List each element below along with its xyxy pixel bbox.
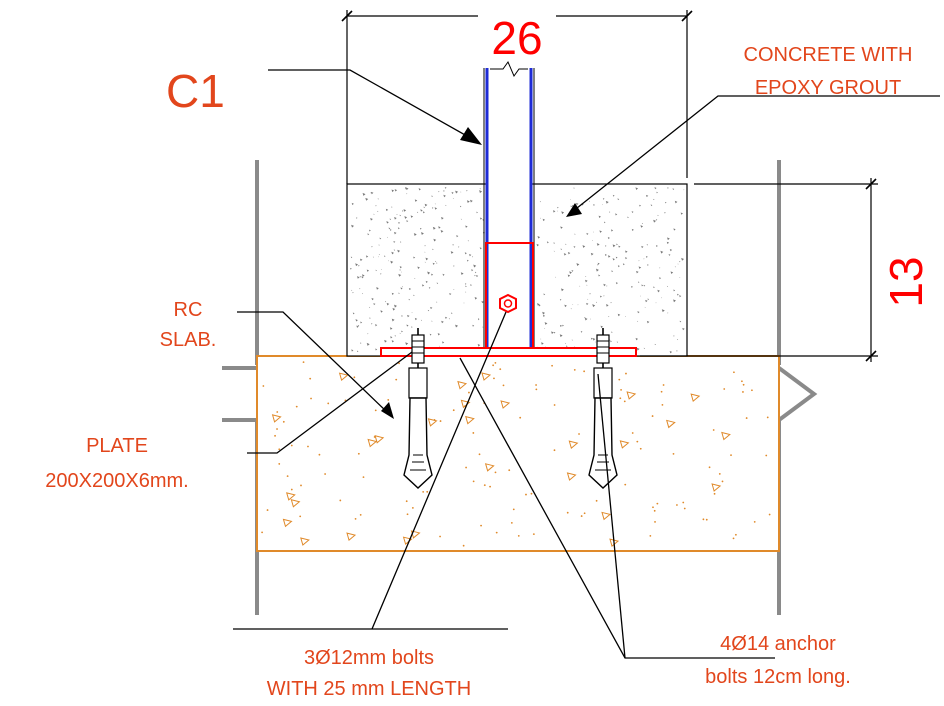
column-tag: C1 xyxy=(166,65,225,117)
dimension-height-value: 13 xyxy=(880,256,932,307)
rc-slab xyxy=(256,355,780,552)
bolts-label-line2: WITH 25 mm LENGTH xyxy=(267,678,471,700)
dimension-width xyxy=(341,10,693,184)
grout-speckle xyxy=(350,187,685,355)
slab-label-line1: RC xyxy=(174,299,203,321)
anchor-label-line1: 4Ø14 anchor xyxy=(720,633,836,655)
anchor-bolt-right xyxy=(588,328,618,489)
dimension-height xyxy=(640,178,878,362)
plate-label-line2: 200X200X6mm. xyxy=(45,470,188,492)
grout-label-line1: CONCRETE WITH xyxy=(744,44,913,66)
anchor-label-line2: bolts 12cm long. xyxy=(705,666,851,688)
plate-label-line1: PLATE xyxy=(86,435,148,457)
bolts-label-line1: 3Ø12mm bolts xyxy=(304,647,434,669)
dimension-width-value: 26 xyxy=(491,12,542,64)
leader-lines xyxy=(233,69,940,659)
anchor-bolt-left xyxy=(403,328,433,489)
column-break-mark xyxy=(490,60,528,78)
leader-arrowheads xyxy=(381,127,582,419)
bolt-head-icon xyxy=(499,293,517,314)
slab-label-line2: SLAB. xyxy=(160,329,217,351)
steel-column xyxy=(483,60,535,358)
base-plate xyxy=(380,347,637,357)
grout-label-line2: EPOXY GROUT xyxy=(755,77,901,99)
